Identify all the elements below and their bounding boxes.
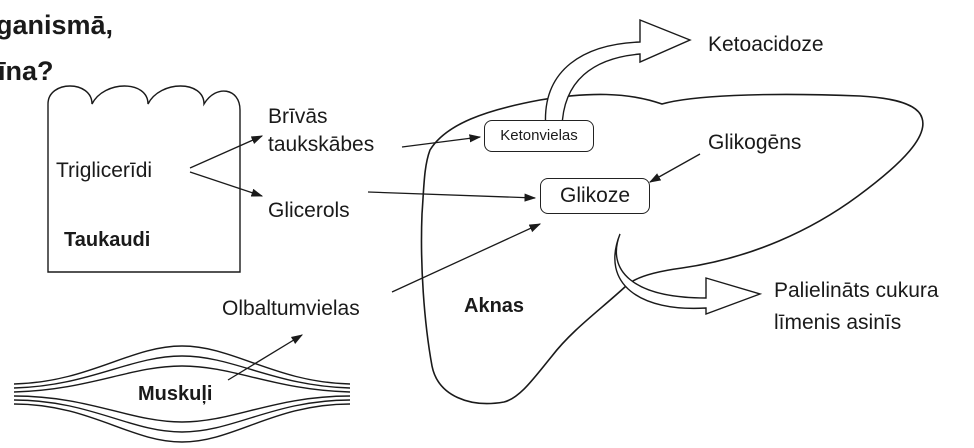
muscles-label: Muskuļi xyxy=(138,384,212,404)
title-line-1: ganismā, xyxy=(0,12,113,39)
free-fatty-acids-label-1: Brīvās xyxy=(268,106,328,127)
high-sugar-label-2: līmenis asinīs xyxy=(774,312,901,333)
glycerol-label: Glicerols xyxy=(268,200,350,221)
ketone-bodies-box: Ketonvielas xyxy=(484,120,594,152)
triglycerides-label: Triglicerīdi xyxy=(56,160,152,181)
high-sugar-label-1: Palielināts cukura xyxy=(774,280,939,301)
ketoacidosis-label: Ketoacidoze xyxy=(708,34,824,55)
title-line-2: īna? xyxy=(0,58,54,85)
fat-tissue-label: Taukaudi xyxy=(64,230,150,250)
glycogen-label: Glikogēns xyxy=(708,132,801,153)
glucose-box: Glikoze xyxy=(540,178,650,214)
proteins-label: Olbaltumvielas xyxy=(222,298,360,319)
free-fatty-acids-label-2: taukskābes xyxy=(268,134,374,155)
liver-label: Aknas xyxy=(464,296,524,316)
